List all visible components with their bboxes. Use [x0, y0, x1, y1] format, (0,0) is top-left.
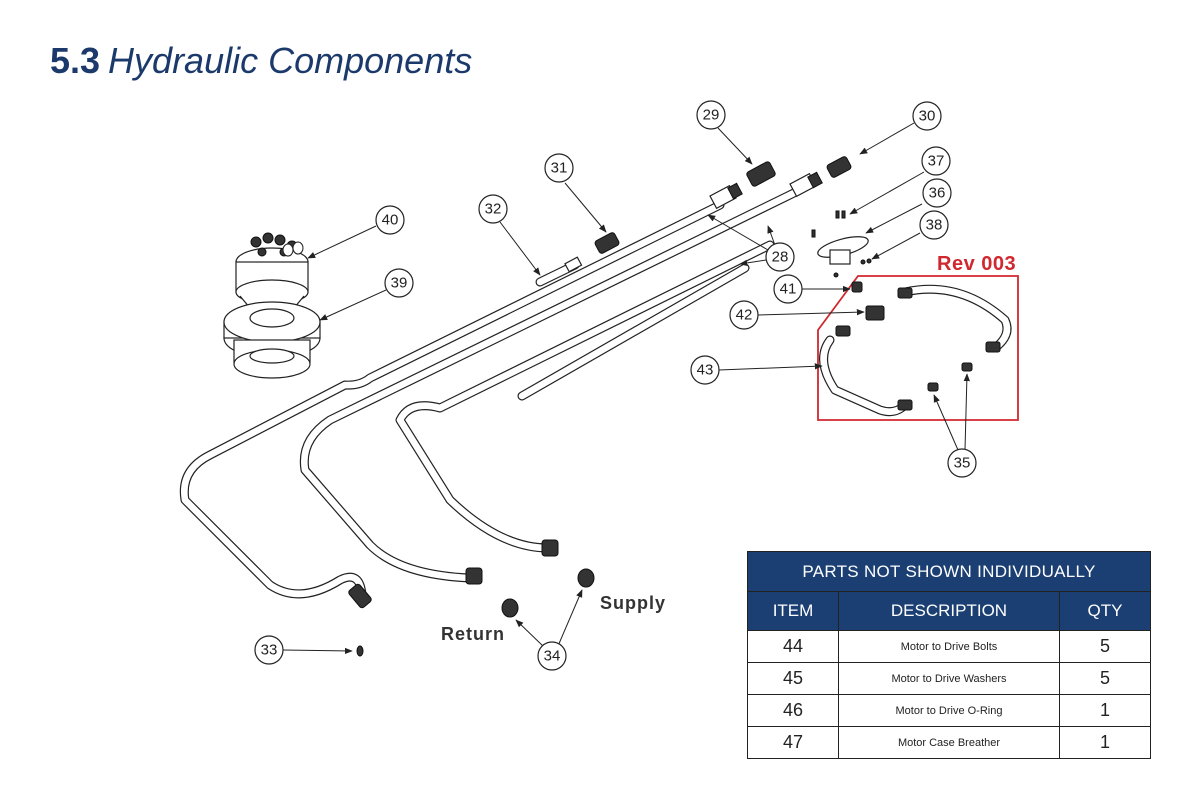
fittings — [348, 156, 852, 657]
callout-40: 40 — [375, 205, 405, 235]
item-qty: 5 — [1059, 630, 1151, 663]
svg-text:36: 36 — [929, 185, 946, 202]
callout-43: 43 — [690, 355, 720, 385]
item-number: 47 — [747, 726, 839, 759]
hydraulic-motor — [235, 232, 309, 309]
table-row: 46 Motor to Drive O-Ring 1 — [747, 694, 1151, 727]
item-qty: 1 — [1059, 726, 1151, 759]
column-header-description: DESCRIPTION — [838, 591, 1060, 631]
svg-text:42: 42 — [736, 307, 753, 324]
svg-text:31: 31 — [551, 160, 568, 177]
svg-text:34: 34 — [544, 648, 561, 665]
cover-assembly — [811, 210, 872, 278]
svg-text:28: 28 — [772, 249, 789, 266]
callout-33: 33 — [254, 635, 284, 665]
column-header-qty: QTY — [1059, 591, 1151, 631]
item-description: Motor Case Breather — [838, 726, 1060, 759]
callout-28: 28 — [765, 242, 795, 272]
item-description: Motor to Drive O-Ring — [838, 694, 1060, 727]
svg-text:39: 39 — [391, 275, 408, 292]
parts-table-caption: PARTS NOT SHOWN INDIVIDUALLY — [747, 551, 1151, 592]
svg-text:37: 37 — [928, 153, 945, 170]
callout-35: 35 — [947, 448, 977, 478]
item-description: Motor to Drive Washers — [838, 662, 1060, 695]
rev-003-group — [817, 275, 1019, 421]
table-row: 44 Motor to Drive Bolts 5 — [747, 630, 1151, 663]
callout-39: 39 — [384, 268, 414, 298]
final-drive — [223, 301, 321, 379]
svg-text:41: 41 — [780, 281, 797, 298]
column-header-item: ITEM — [747, 591, 839, 631]
section-title: Hydraulic Components — [108, 40, 473, 81]
callout-36: 36 — [922, 178, 952, 208]
svg-text:32: 32 — [485, 201, 502, 218]
callout-41: 41 — [773, 274, 803, 304]
svg-text:38: 38 — [926, 217, 943, 234]
callout-34: 34 — [537, 641, 567, 671]
item-number: 46 — [747, 694, 839, 727]
item-description: Motor to Drive Bolts — [838, 630, 1060, 663]
table-row: 45 Motor to Drive Washers 5 — [747, 662, 1151, 695]
callout-38: 38 — [919, 210, 949, 240]
svg-text:33: 33 — [261, 642, 278, 659]
item-number: 45 — [747, 662, 839, 695]
callout-37: 37 — [921, 146, 951, 176]
item-qty: 5 — [1059, 662, 1151, 695]
item-number: 44 — [747, 630, 839, 663]
return-port-label: Return — [441, 624, 505, 644]
parts-table: PARTS NOT SHOWN INDIVIDUALLY ITEM DESCRI… — [747, 551, 1151, 759]
revision-label: Rev 003 — [937, 253, 1017, 275]
callout-31: 31 — [544, 153, 574, 183]
table-row: 47 Motor Case Breather 1 — [747, 726, 1151, 759]
callout-29: 29 — [696, 100, 726, 130]
callout-30: 30 — [912, 101, 942, 131]
svg-text:43: 43 — [697, 362, 714, 379]
item-qty: 1 — [1059, 694, 1151, 727]
svg-text:40: 40 — [382, 212, 399, 229]
leader-lines — [282, 122, 971, 655]
supply-port-label: Supply — [600, 593, 667, 613]
callout-42: 42 — [729, 300, 759, 330]
callout-32: 32 — [478, 194, 508, 224]
section-number: 5.3 — [50, 40, 101, 81]
svg-text:29: 29 — [703, 107, 720, 124]
svg-text:35: 35 — [954, 455, 971, 472]
svg-text:30: 30 — [919, 108, 936, 125]
